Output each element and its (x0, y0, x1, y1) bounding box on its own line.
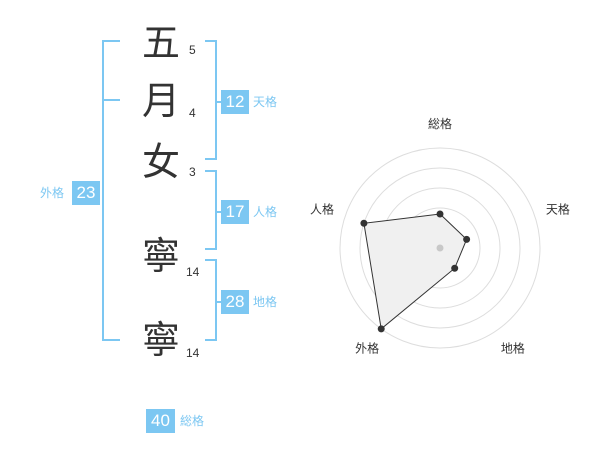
kanji-3: 女 (141, 140, 180, 184)
tenkaku-bracket-stem (215, 101, 222, 103)
jinkaku-label: 人格 (253, 205, 278, 219)
jinkaku-value-badge: 17 (221, 200, 249, 224)
tenkaku-bracket (205, 40, 217, 160)
gaikaku-label: 外格 (40, 186, 65, 200)
radar-point-1 (436, 210, 444, 218)
radar-axis-label-3: 地格 (501, 340, 525, 355)
radar-data-polygon (363, 213, 468, 330)
tenkaku-label: 天格 (253, 95, 278, 109)
radar-ring-4 (359, 167, 521, 329)
stroke-count-5: 14 (186, 346, 200, 360)
soukaku-label: 総格 (180, 414, 205, 428)
soukaku-value-badge: 40 (146, 409, 175, 433)
radar-center-dot (436, 244, 444, 252)
stroke-count-1: 5 (189, 43, 196, 57)
stroke-count-3: 3 (189, 165, 196, 179)
radar-point-4 (377, 325, 385, 333)
chikaku-bracket (205, 259, 217, 341)
radar-ring-5 (339, 147, 541, 349)
kanji-4: 寧 (141, 234, 180, 278)
radar-axis-label-5: 人格 (310, 202, 334, 217)
stroke-count-2: 4 (189, 106, 196, 120)
jinkaku-bracket (205, 170, 217, 250)
radar-point-2 (463, 235, 471, 243)
chikaku-bracket-stem (215, 301, 222, 303)
kanji-5: 寧 (141, 318, 180, 362)
radar-point-3 (451, 264, 459, 272)
radar-point-5 (360, 219, 368, 227)
chikaku-value-badge: 28 (221, 290, 249, 314)
radar-axis-label-4: 外格 (355, 340, 379, 355)
kanji-1: 五 (141, 21, 180, 65)
gaikaku-value-badge: 23 (72, 181, 100, 205)
gaikaku-bracket-tick (102, 99, 120, 101)
jinkaku-bracket-stem (215, 211, 222, 213)
kanji-2: 月 (141, 79, 180, 123)
tenkaku-value-badge: 12 (221, 90, 249, 114)
stroke-count-4: 14 (186, 265, 200, 279)
chikaku-label: 地格 (253, 295, 278, 309)
radar-axis-label-1: 総格 (428, 116, 452, 131)
radar-axis-label-2: 天格 (546, 202, 570, 217)
gaikaku-bracket (102, 40, 120, 341)
